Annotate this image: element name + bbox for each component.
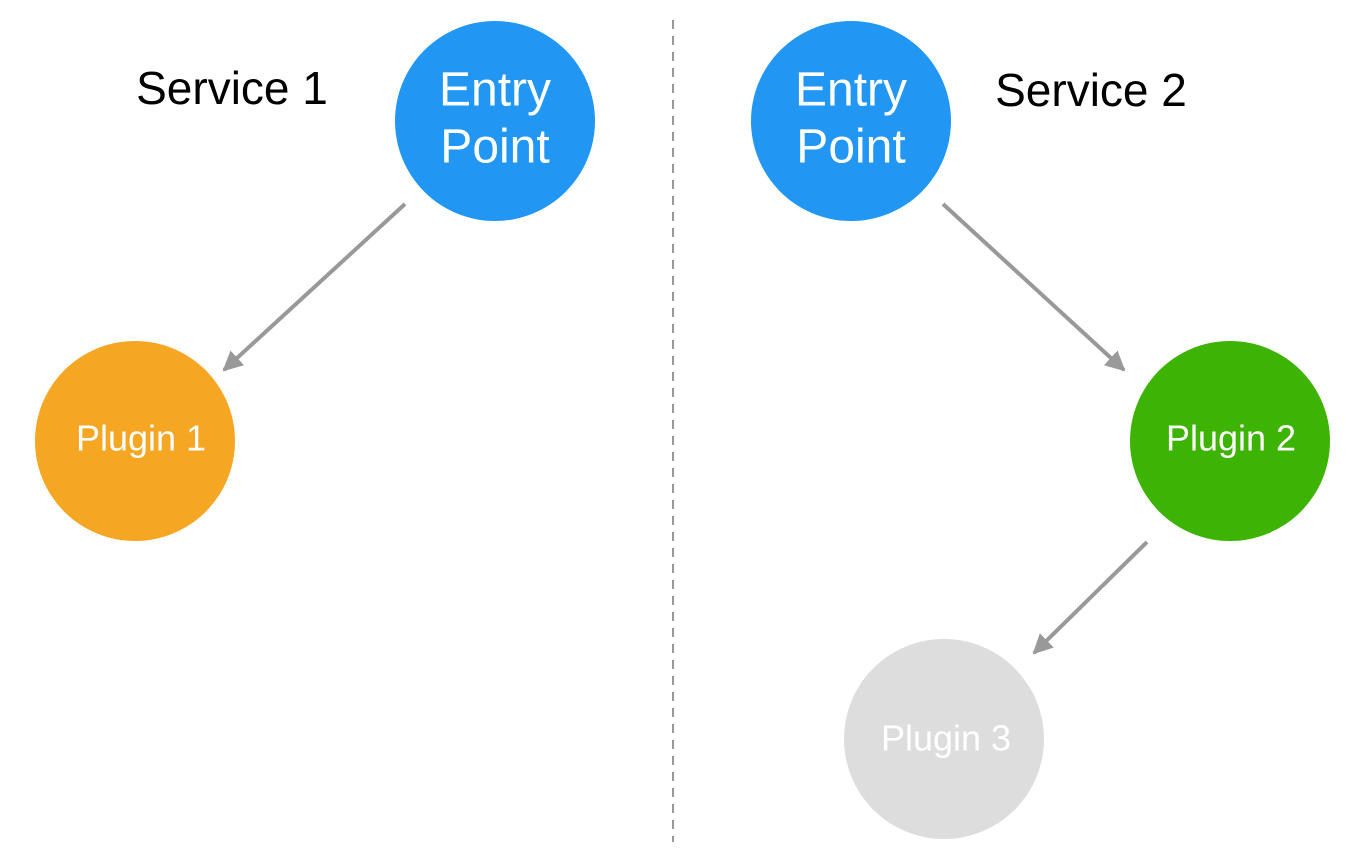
plugin-3-node[interactable]: Plugin 3	[844, 639, 1044, 839]
entry-point-2-label-line1: Entry	[795, 64, 907, 117]
service-2-label: Service 2	[995, 64, 1187, 116]
arrow-entry2-to-plugin2	[941, 202, 1126, 372]
arrow-plugin2-to-plugin3	[1032, 540, 1149, 655]
service-1-label: Service 1	[136, 62, 328, 114]
entry-point-1-label-line2: Point	[440, 121, 549, 174]
entry-point-2-circle	[751, 21, 951, 221]
entry-point-1-label-line1: Entry	[439, 64, 551, 117]
service-1-group: Service 1 Entry Point Plugin 1	[35, 21, 595, 541]
plugin-1-node[interactable]: Plugin 1	[35, 341, 235, 541]
entry-point-1-circle	[395, 21, 595, 221]
plugin-3-circle	[844, 639, 1044, 839]
entry-point-2-label-line2: Point	[796, 121, 905, 174]
plugin-1-label: Plugin 1	[76, 418, 206, 459]
service-2-group: Service 2 Entry Point Plugin 2 Plugin 3	[751, 21, 1330, 839]
plugin-2-label: Plugin 2	[1166, 418, 1296, 459]
plugin-2-node[interactable]: Plugin 2	[1130, 341, 1330, 541]
plugin-1-circle	[35, 341, 235, 541]
entry-point-1-node[interactable]: Entry Point	[395, 21, 595, 221]
entry-point-2-node[interactable]: Entry Point	[751, 21, 951, 221]
arrow-entry1-to-plugin1	[222, 202, 407, 372]
plugin-3-label: Plugin 3	[881, 718, 1011, 759]
plugin-2-circle	[1130, 341, 1330, 541]
